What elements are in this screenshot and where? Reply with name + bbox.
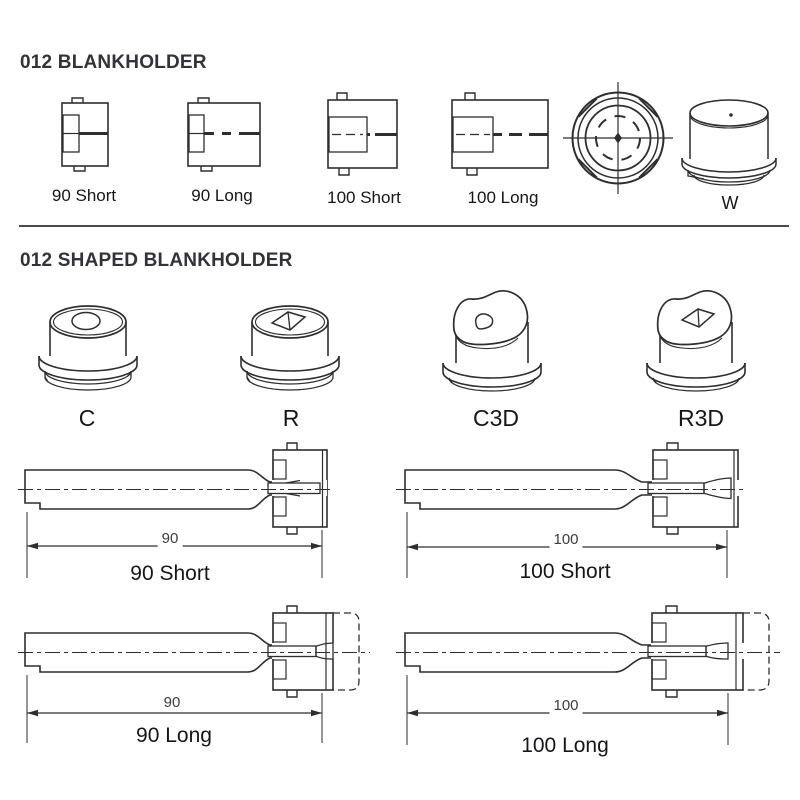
dimension-100-short: 100 [549,531,583,548]
dimensioned-100-long-drawing [396,605,780,745]
caption-c3d: C3D [472,405,520,431]
label-100-long: 100 Long [521,734,609,757]
dimensioned-90-long-drawing [18,605,370,743]
shaped-c-drawing [38,305,138,391]
caption-r: R [282,405,300,431]
blankholder-w-isometric-drawing [681,99,777,186]
caption-100-long: 100 Long [467,188,539,207]
caption-w: W [721,193,739,213]
label-100-short: 100 Short [519,560,611,583]
blankholder-front-view-drawing [563,82,673,194]
blankholder-100-long-drawing [451,92,549,176]
caption-90-short: 90 Short [51,186,117,205]
dimensioned-90-short-drawing [18,442,332,578]
caption-r3d: R3D [677,405,725,431]
blankholder-90-long-drawing [187,97,261,172]
dimension-90-long: 90 [159,694,185,711]
dimension-100-long: 100 [549,697,583,714]
blankholder-90-short-drawing [61,97,109,172]
shaped-c3d-drawing [442,290,542,392]
section-divider [19,225,789,227]
caption-90-long: 90 Long [191,186,253,205]
shaped-r3d-drawing [646,290,746,392]
dimensioned-100-short-drawing [396,442,746,578]
shaped-r-drawing [240,305,340,391]
section-blankholder-heading: 012 BLANKHOLDER [20,52,207,73]
label-90-short: 90 Short [130,562,210,585]
caption-100-short: 100 Short [327,188,401,207]
section-shaped-heading: 012 SHAPED BLANKHOLDER [20,250,293,271]
caption-c: C [78,405,96,431]
blankholder-100-short-drawing [327,92,398,176]
label-90-long: 90 Long [136,724,212,747]
dimension-90-short: 90 [157,530,183,547]
